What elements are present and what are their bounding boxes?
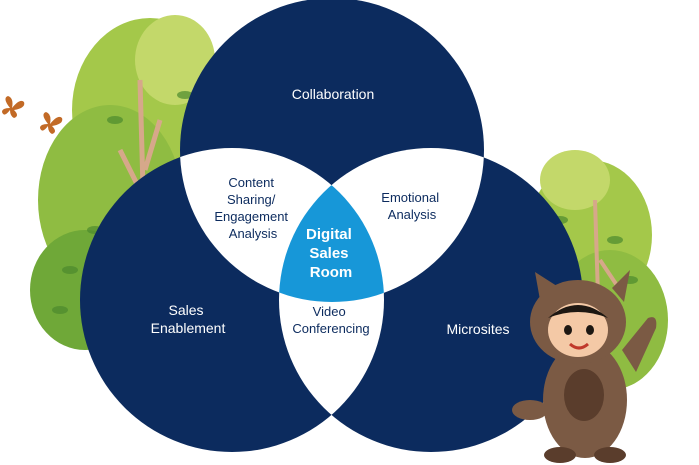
butterfly-icon	[40, 112, 63, 134]
label-emotional-analysis: Emotional Analysis	[381, 190, 442, 222]
label-digital-sales-room: Digital Sales Room	[306, 226, 356, 281]
label-sales-enablement: Sales Enablement	[151, 302, 226, 336]
butterfly-icon	[2, 96, 25, 118]
center-overlap	[279, 148, 384, 302]
label-content-sharing: Content Sharing/ Engagement Analysis	[214, 175, 291, 241]
label-collaboration: Collaboration	[292, 86, 375, 102]
label-video-conferencing: Video Conferencing	[292, 304, 369, 336]
raccoon-mascot-waving	[512, 270, 657, 463]
label-microsites: Microsites	[446, 321, 509, 337]
